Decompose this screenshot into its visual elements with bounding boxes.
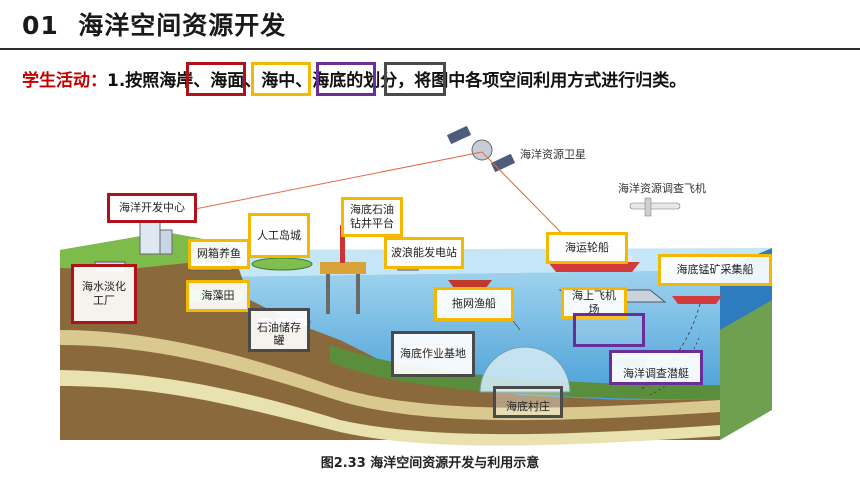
- satellite-icon: [446, 125, 516, 173]
- label-seabed-base: 海底作业基地: [391, 331, 475, 377]
- label-mining-ship: 海底锰矿采集船: [658, 254, 772, 286]
- label-development-center: 海洋开发中心: [107, 193, 197, 223]
- highlight-midwater: [316, 62, 376, 96]
- highlight-fish-net-midwater: [573, 313, 645, 347]
- label-survey-plane: 海洋资源调查飞机: [618, 182, 706, 195]
- label-oil-storage: 石油储存罐: [248, 308, 310, 352]
- label-trawler: 拖网渔船: [434, 287, 514, 321]
- seabed-surface: [330, 345, 720, 400]
- development-center-building: [139, 221, 173, 255]
- label-survey-submarine: 海洋调查潜艇: [609, 350, 703, 385]
- label-seaweed-field: 海藻田: [186, 280, 250, 312]
- activity-instruction: 学生活动：1.按照海岸、海面、海中、海底的划分，将图中各项空间利用方式进行归类。: [22, 66, 686, 91]
- label-desalination-plant: 海水淡化工厂: [71, 264, 137, 324]
- separator: 、: [193, 71, 211, 91]
- label-fish-cage: 网箱养鱼: [188, 239, 250, 269]
- artificial-island-icon: [251, 257, 313, 271]
- section-title: 海洋空间资源开发: [78, 11, 287, 40]
- mining-ship-icon: [672, 296, 722, 304]
- highlight-surface: [251, 62, 311, 96]
- page-title: 01 海洋空间资源开发: [22, 6, 286, 42]
- cargo-ship-icon: [548, 262, 640, 272]
- strata-band: [60, 330, 720, 421]
- section-number: 01: [22, 11, 59, 40]
- activity-prefix: 学生活动：: [22, 71, 107, 91]
- title-divider: [0, 48, 860, 50]
- instruction-text-a: 1.按照: [107, 71, 160, 91]
- label-artificial-island: 人工岛城: [248, 213, 310, 258]
- instruction-text-b: 的划分，将图中各项空间利用方式进行归类。: [346, 71, 687, 91]
- highlight-coast: [186, 62, 246, 96]
- label-satellite: 海洋资源卫星: [520, 148, 586, 161]
- survey-plane-icon: [629, 197, 681, 217]
- trawler-icon: [448, 280, 492, 288]
- oil-platform-icon: [320, 225, 366, 314]
- signal-line: [189, 151, 483, 211]
- highlight-seabed: [384, 62, 446, 96]
- keyword-midwater: 海中: [261, 71, 296, 91]
- keyword-coast: 海岸: [159, 71, 194, 91]
- label-seabed-village: 海底村庄: [493, 386, 563, 418]
- figure-caption: 图2.33 海洋空间资源开发与利用示意: [320, 456, 540, 471]
- label-cargo-ship: 海运轮船: [546, 232, 628, 264]
- strata-band: [60, 370, 720, 446]
- keyword-surface: 海面: [210, 71, 245, 91]
- seabed-village-dome: [479, 346, 571, 393]
- label-wave-power: 波浪能发电站: [384, 237, 464, 269]
- keyword-seabed: 海底: [312, 71, 347, 91]
- label-oil-platform: 海底石油钻井平台: [341, 197, 403, 237]
